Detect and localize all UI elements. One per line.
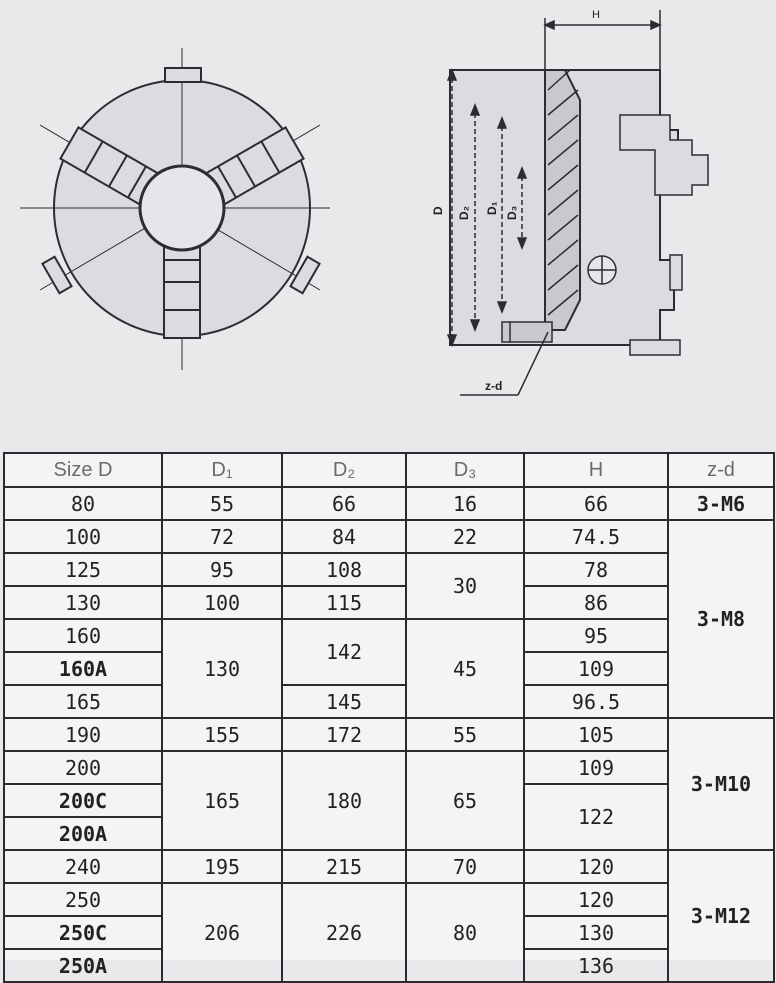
cell-size: 200C bbox=[3, 783, 163, 818]
table-row: 100 72 84 22 74.5 3-M8 bbox=[3, 519, 775, 719]
cell-h: 66 bbox=[523, 486, 669, 521]
cell-size: 165 bbox=[3, 684, 163, 719]
table-row: 240 195 215 70 120 3-M12 bbox=[3, 849, 775, 983]
table-row: 190 155 172 55 105 3-M10 bbox=[3, 717, 775, 851]
cell-d3: 55 bbox=[405, 717, 525, 752]
table-row: 125 95 108 30 78 bbox=[3, 552, 774, 620]
cell-z-d: 3-M6 bbox=[667, 486, 775, 521]
cell-d3: 80 bbox=[405, 882, 525, 983]
cell-d3: 45 bbox=[405, 618, 525, 719]
cell-h: 86 bbox=[523, 585, 669, 620]
header-d3: D₃ bbox=[405, 452, 525, 488]
table-row: 200C 122 bbox=[3, 783, 774, 851]
chuck-side-view: H D D₂ D₁ D₃ z-d bbox=[431, 9, 709, 396]
table-row: 130 100 115 86 bbox=[3, 585, 774, 620]
table-row: 80 55 66 16 66 3-M6 bbox=[3, 486, 775, 521]
header-d1: D₁ bbox=[161, 452, 283, 488]
cell-d1: 100 bbox=[161, 585, 283, 620]
cell-d1: 130 bbox=[161, 618, 283, 719]
header-h: H bbox=[523, 452, 669, 488]
cell-size: 100 bbox=[3, 519, 163, 554]
specifications-table: Size D D₁ D₂ D₃ H z-d 80 55 66 16 66 3-M… bbox=[3, 452, 775, 983]
cell-size: 130 bbox=[3, 585, 163, 620]
cell-d1: 155 bbox=[161, 717, 283, 752]
cell-h: 109 bbox=[523, 651, 669, 686]
cell-z-d: 3-M10 bbox=[667, 717, 775, 851]
technical-drawings: H D D₂ D₁ D₃ z-d bbox=[0, 0, 776, 440]
cell-h: 120 bbox=[523, 849, 669, 884]
cell-d2: 115 bbox=[281, 585, 407, 620]
cell-h: 78 bbox=[523, 552, 669, 587]
cell-d2: 84 bbox=[281, 519, 407, 554]
cell-h: 120 bbox=[523, 882, 669, 917]
cell-d2: 215 bbox=[281, 849, 407, 884]
cell-h: 130 bbox=[523, 915, 669, 950]
cell-h: 74.5 bbox=[523, 519, 669, 554]
cell-d2: 142 bbox=[281, 618, 407, 686]
cell-z-d: 3-M12 bbox=[667, 849, 775, 983]
cell-size: 200 bbox=[3, 750, 163, 785]
cell-h: 109 bbox=[523, 750, 669, 785]
cell-d3: 22 bbox=[405, 519, 525, 554]
table-header-row: Size D D₁ D₂ D₃ H z-d bbox=[3, 452, 775, 488]
cell-d1: 195 bbox=[161, 849, 283, 884]
header-d2: D₂ bbox=[281, 452, 407, 488]
cell-d2: 108 bbox=[281, 552, 407, 587]
cell-h: 96.5 bbox=[523, 684, 669, 719]
table-row: 200A bbox=[3, 816, 774, 851]
cell-d1: 165 bbox=[161, 750, 283, 851]
cell-h: 105 bbox=[523, 717, 669, 752]
cell-d3: 65 bbox=[405, 750, 525, 851]
table-row: 200 165 180 65 109 bbox=[3, 750, 774, 851]
cell-d3: 30 bbox=[405, 552, 525, 620]
cell-size: 250A bbox=[3, 948, 163, 983]
dim-d3-label: D₃ bbox=[505, 206, 519, 220]
cell-size: 250 bbox=[3, 882, 163, 917]
cell-size: 200A bbox=[3, 816, 163, 851]
table-row: 165 145 96.5 bbox=[3, 684, 774, 719]
cell-size: 240 bbox=[3, 849, 163, 884]
cell-d2: 172 bbox=[281, 717, 407, 752]
table-row: 250C 130 bbox=[3, 915, 774, 950]
dim-d-label: D bbox=[431, 206, 445, 215]
cell-size: 80 bbox=[3, 486, 163, 521]
cell-size: 125 bbox=[3, 552, 163, 587]
cell-size: 190 bbox=[3, 717, 163, 752]
header-z-d: z-d bbox=[667, 452, 775, 488]
dim-d1-label: D₁ bbox=[485, 201, 499, 215]
cell-h: 122 bbox=[523, 783, 669, 851]
cell-h: 136 bbox=[523, 948, 669, 983]
cell-d2: 145 bbox=[281, 684, 407, 719]
cell-size: 160 bbox=[3, 618, 163, 653]
dim-zd-label: z-d bbox=[485, 379, 502, 393]
dim-d2-label: D₂ bbox=[457, 206, 471, 220]
table-row: 250 206 226 80 120 bbox=[3, 882, 774, 983]
cell-d3: 16 bbox=[405, 486, 525, 521]
cell-d2: 180 bbox=[281, 750, 407, 851]
cell-d2: 66 bbox=[281, 486, 407, 521]
cell-z-d: 3-M8 bbox=[667, 519, 775, 719]
cell-d3: 70 bbox=[405, 849, 525, 884]
cell-d1: 55 bbox=[161, 486, 283, 521]
chuck-front-view bbox=[20, 48, 330, 370]
cell-h: 95 bbox=[523, 618, 669, 653]
dim-h-label: H bbox=[592, 9, 600, 21]
cell-d1: 72 bbox=[161, 519, 283, 554]
specifications-table-wrap: Size D D₁ D₂ D₃ H z-d 80 55 66 16 66 3-M… bbox=[3, 452, 775, 983]
table-row: 160 130 142 45 95 bbox=[3, 618, 774, 719]
cell-size: 160A bbox=[3, 651, 163, 686]
cell-d2: 226 bbox=[281, 882, 407, 983]
table-row: 160A 109 bbox=[3, 651, 774, 686]
header-size-d: Size D bbox=[3, 452, 163, 488]
cell-d1: 95 bbox=[161, 552, 283, 587]
cell-size: 250C bbox=[3, 915, 163, 950]
cell-d1: 206 bbox=[161, 882, 283, 983]
